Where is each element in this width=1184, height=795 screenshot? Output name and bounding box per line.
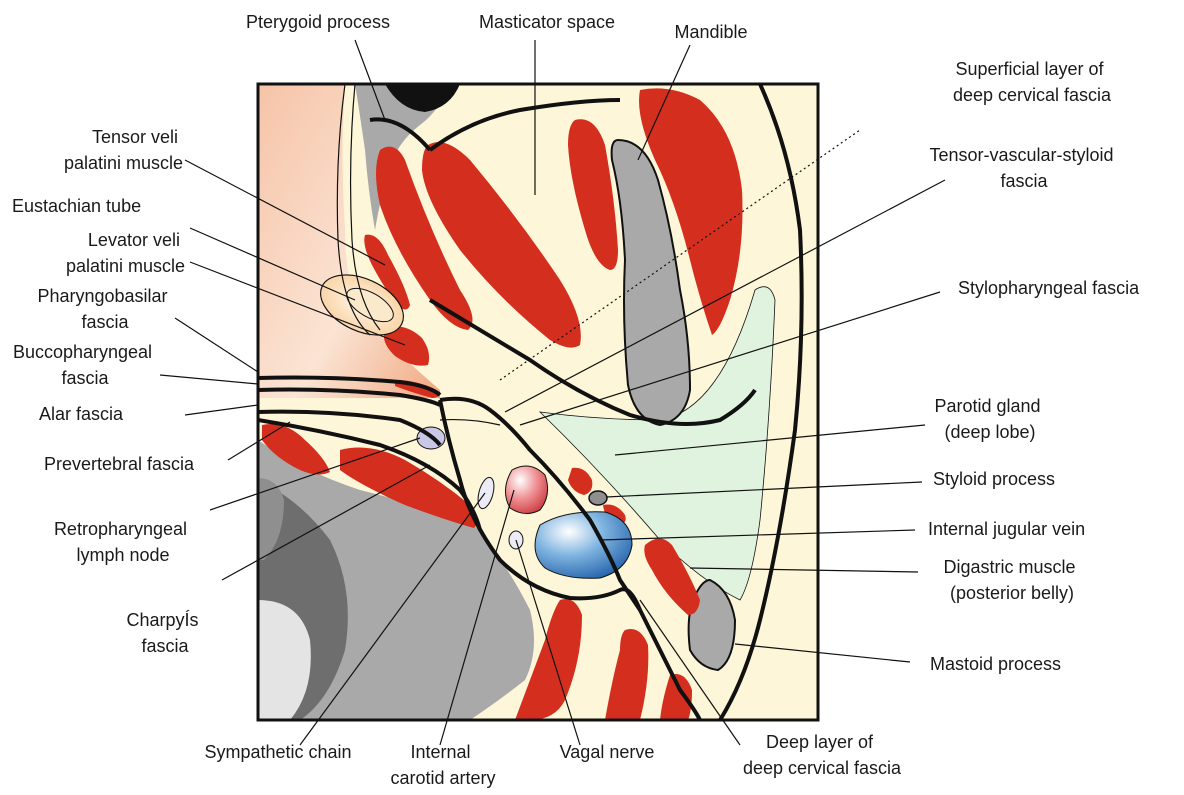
label-eustachian-tube: Eustachian tube	[12, 196, 141, 216]
label-levator-veli: Levator veli palatini muscle	[66, 230, 185, 276]
label-styloid-process: Styloid process	[933, 469, 1055, 489]
label-deep-layer: Deep layer of deep cervical fascia	[743, 732, 902, 778]
label-mandible: Mandible	[674, 22, 747, 42]
label-tensor-vascular-styloid: Tensor-vascular-styloid fascia	[929, 145, 1118, 191]
label-mastoid-process: Mastoid process	[930, 654, 1061, 674]
label-prevertebral-fascia: Prevertebral fascia	[44, 454, 195, 474]
internal-carotid-shape	[505, 466, 547, 514]
label-parotid-gland: Parotid gland (deep lobe)	[934, 396, 1045, 442]
label-stylopharyngeal-fascia: Stylopharyngeal fascia	[958, 278, 1140, 298]
label-superficial-layer: Superficial layer of deep cervical fasci…	[953, 59, 1112, 105]
label-internal-carotid: Internal carotid artery	[390, 742, 495, 788]
label-charpys-fascia: CharpyÍs fascia	[126, 610, 203, 656]
styloid-process-shape	[589, 491, 607, 505]
label-pharyngobasilar: Pharyngobasilar fascia	[37, 286, 172, 332]
label-pterygoid-process: Pterygoid process	[246, 12, 390, 32]
label-vagal-nerve: Vagal nerve	[560, 742, 655, 762]
internal-jugular-shape	[535, 512, 632, 579]
label-alar-fascia: Alar fascia	[39, 404, 124, 424]
label-retropharyngeal-node: Retropharyngeal lymph node	[54, 519, 192, 565]
label-sympathetic-chain: Sympathetic chain	[204, 742, 351, 762]
label-internal-jugular-vein: Internal jugular vein	[928, 519, 1085, 539]
label-buccopharyngeal: Buccopharyngeal fascia	[13, 342, 157, 388]
label-tensor-veli: Tensor veli palatini muscle	[64, 127, 183, 173]
label-masticator-space: Masticator space	[479, 12, 615, 32]
label-digastric-muscle: Digastric muscle (posterior belly)	[943, 557, 1080, 603]
